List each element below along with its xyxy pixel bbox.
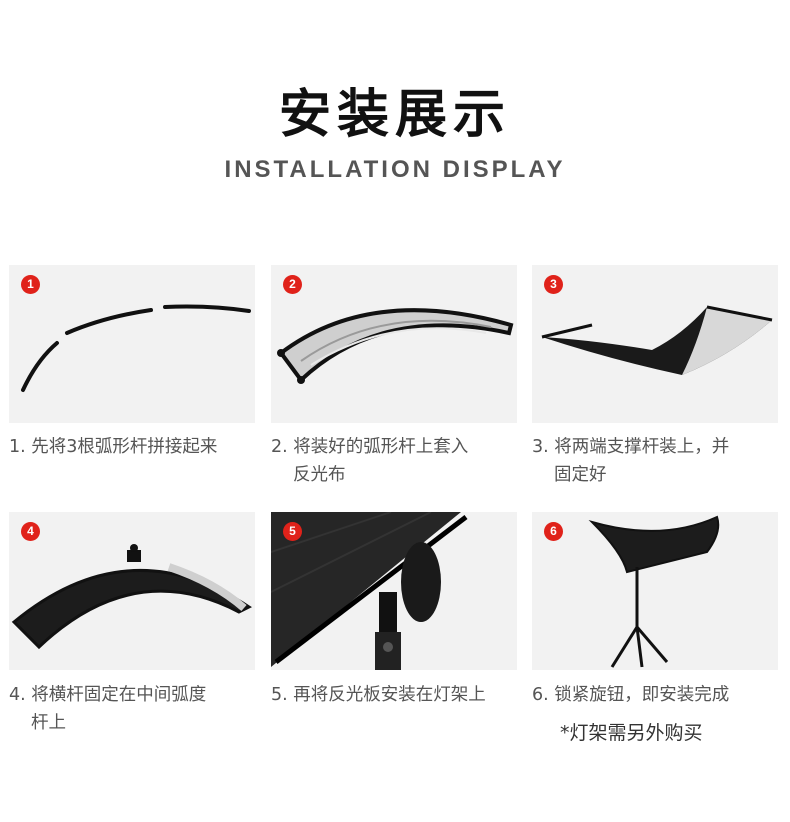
step-5-image: 5	[271, 512, 517, 670]
stand-mount-illustration	[271, 512, 468, 670]
step-5-caption: 5. 再将反光板安装在灯架上	[271, 681, 521, 709]
step-6-caption-line1: 6. 锁紧旋钮，即安装完成	[532, 685, 730, 705]
step-5-caption-line1: 5. 再将反光板安装在灯架上	[271, 685, 486, 705]
step-1-image: 1	[9, 265, 255, 423]
arc-rods-illustration	[21, 304, 251, 392]
step-3-caption-line2: 固定好	[554, 465, 607, 485]
step-6-badge: 6	[544, 522, 563, 541]
step-1-badge: 1	[21, 275, 40, 294]
page-title: 安装展示	[278, 85, 511, 145]
page-subtitle: INSTALLATION DISPLAY	[224, 156, 566, 183]
completed-setup-illustration	[588, 515, 720, 668]
crossbar-illustration	[11, 544, 252, 650]
step-2-image: 2	[271, 265, 517, 423]
step-4-caption-line2: 杆上	[31, 713, 66, 733]
step-4-image: 4	[9, 512, 255, 670]
step-4-caption: 4. 将横杆固定在中间弧度 杆上	[9, 681, 259, 737]
step-6-caption: 6. 锁紧旋钮，即安装完成	[532, 681, 782, 709]
step-2-caption-line1: 2. 将装好的弧形杆上套入	[271, 437, 469, 457]
step-4-caption-line1: 4. 将横杆固定在中间弧度	[9, 685, 207, 705]
step-4-badge: 4	[21, 522, 40, 541]
step-3-caption-line1: 3. 将两端支撑杆装上，并	[532, 437, 730, 457]
step-6-image: 6	[532, 512, 778, 670]
step-2-caption-line2: 反光布	[293, 465, 346, 485]
step-5-badge: 5	[283, 522, 302, 541]
step-3-image: 3	[532, 265, 778, 423]
step-1-caption-line1: 1. 先将3根弧形杆拼接起来	[9, 437, 218, 457]
step-3-caption: 3. 将两端支撑杆装上，并 固定好	[532, 433, 782, 489]
step-1-caption: 1. 先将3根弧形杆拼接起来	[9, 433, 259, 461]
step-2-caption: 2. 将装好的弧形杆上套入 反光布	[271, 433, 521, 489]
step-3-badge: 3	[544, 275, 563, 294]
stand-not-included-note: *灯架需另外购买	[560, 722, 703, 744]
arc-reflector-illustration	[277, 308, 514, 384]
reflector-supported-illustration	[541, 305, 773, 375]
step-2-badge: 2	[283, 275, 302, 294]
